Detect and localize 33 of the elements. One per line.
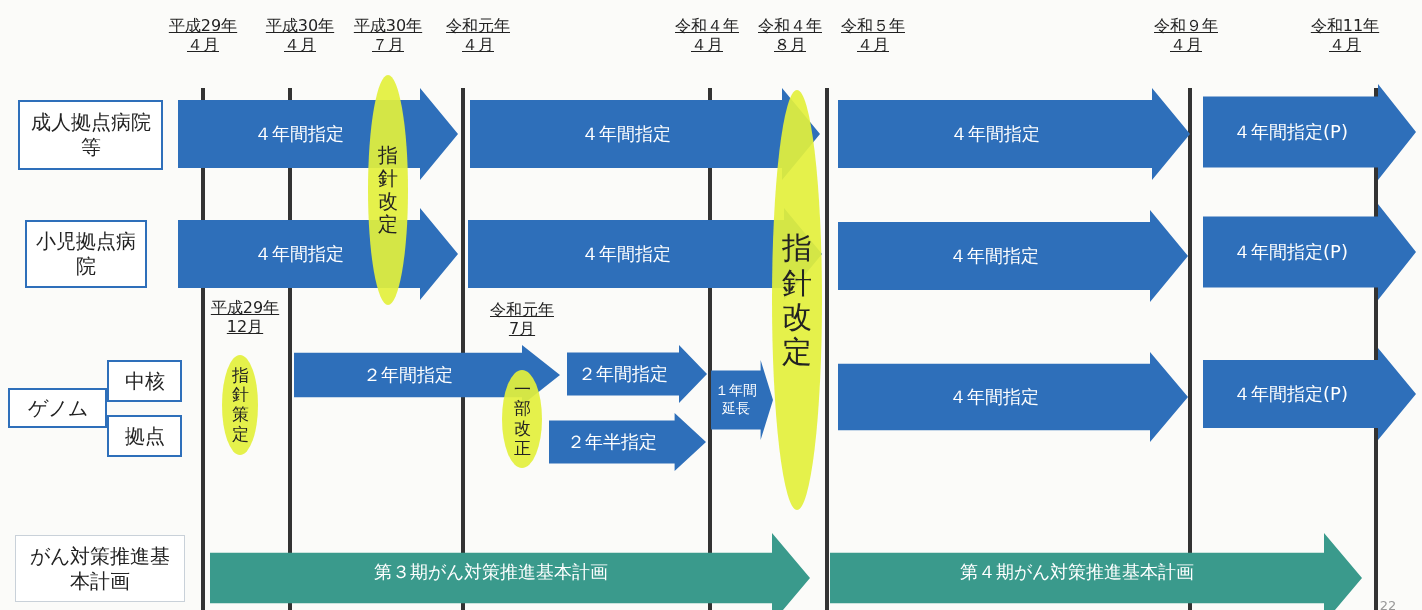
label-box: 成人拠点病院等 — [18, 100, 163, 170]
date-label: 令和元年４月 — [445, 16, 511, 54]
plan-band: 第３期がん対策推進基本計画 — [210, 533, 810, 610]
revision-ellipse: 指針策定 — [222, 355, 258, 455]
date-label: 令和11年４月 — [1309, 16, 1381, 54]
period-band: ４年間指定 — [838, 352, 1188, 442]
period-band: ２年間指定 — [567, 345, 707, 403]
date-label: 令和４年８月 — [757, 16, 823, 54]
period-band: ４年間指定 — [838, 88, 1190, 180]
label-box: がん対策推進基本計画 — [15, 535, 185, 602]
label-box: ゲノム — [8, 388, 107, 428]
period-band: ２年半指定 — [549, 413, 706, 471]
date-label: 令和５年４月 — [840, 16, 906, 54]
revision-ellipse: 一部改正 — [502, 370, 542, 468]
label-box: 小児拠点病院 — [25, 220, 147, 288]
date-label: 平成29年４月 — [167, 16, 239, 54]
date-label: 令和９年４月 — [1153, 16, 1219, 54]
date-label: 令和４年４月 — [674, 16, 740, 54]
period-band: ４年間指定(P) — [1203, 348, 1416, 440]
period-band: ４年間指定(P) — [1203, 84, 1416, 180]
label-box: 中核 — [107, 360, 182, 402]
date-label: 令和元年7月 — [489, 300, 555, 338]
label-box: 拠点 — [107, 415, 182, 457]
plan-band: 第４期がん対策推進基本計画 — [830, 533, 1362, 610]
revision-ellipse: 指針改定 — [772, 90, 822, 510]
revision-ellipse: 指針改定 — [368, 75, 408, 305]
date-label: 平成30年７月 — [352, 16, 424, 54]
period-band: ４年間指定 — [838, 210, 1188, 302]
period-band: １年間延長 — [711, 360, 773, 440]
period-band: ４年間指定(P) — [1203, 204, 1416, 300]
page-number: 22 — [1378, 597, 1398, 610]
date-label: 平成30年４月 — [264, 16, 336, 54]
date-label: 平成29年12月 — [209, 298, 281, 336]
